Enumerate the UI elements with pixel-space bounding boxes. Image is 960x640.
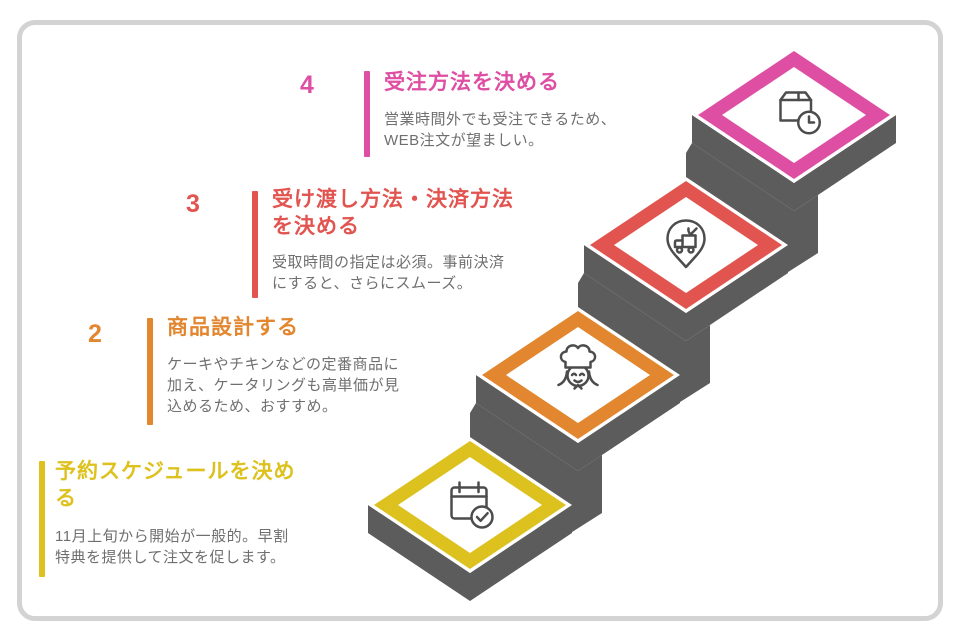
- step-slab-side: [692, 115, 896, 211]
- step-text-block-1: 予約スケジュールを決め る 11月上旬から開始が一般的。早割 特典を提供して注文…: [39, 458, 385, 577]
- step-title: 受注方法を決める: [384, 71, 560, 94]
- step-accent-bar: [364, 71, 370, 157]
- step-text-block-4: 4 受注方法を決める 営業時間外でも受注できるため、 WEB注文が望ましい。: [300, 69, 714, 157]
- step-slab-side: [368, 505, 572, 601]
- step-number: 2: [88, 320, 102, 348]
- step-slab-side: [476, 375, 680, 471]
- step-accent-bar: [252, 191, 258, 298]
- step-title: 予約スケジュールを決め る: [55, 460, 296, 510]
- step-number: 4: [300, 71, 314, 99]
- step-description: ケーキやチキンなどの定番商品に 加え、ケータリングも高単価が見 込めるため、おす…: [167, 356, 400, 415]
- package-clock-icon: [779, 91, 821, 135]
- step-platform-2: [470, 307, 680, 541]
- step-text-block-2: 2 商品設計する ケーキやチキンなどの定番商品に 加え、ケータリングも高単価が見…: [88, 314, 497, 425]
- step-description: 営業時間外でも受注できるため、 WEB注文が望ましい。: [384, 111, 617, 149]
- step-platform-3: [578, 177, 788, 411]
- step-accent-bar: [147, 318, 153, 425]
- step-accent-bar: [39, 461, 45, 577]
- step-description: 受取時間の指定は必須。事前決済 にすると、さらにスムーズ。: [272, 254, 505, 292]
- step-platform-1: [368, 437, 572, 601]
- calendar-check-icon: [450, 481, 494, 529]
- step-number: 3: [186, 190, 200, 218]
- step-slab-side: [584, 245, 788, 341]
- step-title: 受け渡し方法・決済方法 を決める: [272, 188, 514, 238]
- delivery-pin-icon: [666, 219, 706, 269]
- chef-icon: [557, 344, 599, 390]
- step-text-block-3: 3 受け渡し方法・決済方法 を決める 受取時間の指定は必須。事前決済 にすると、…: [186, 186, 602, 298]
- diamond-inner-face: [722, 67, 866, 163]
- step-title: 商品設計する: [167, 316, 299, 339]
- step-description: 11月上旬から開始が一般的。早割 特典を提供して注文を促します。: [55, 528, 289, 566]
